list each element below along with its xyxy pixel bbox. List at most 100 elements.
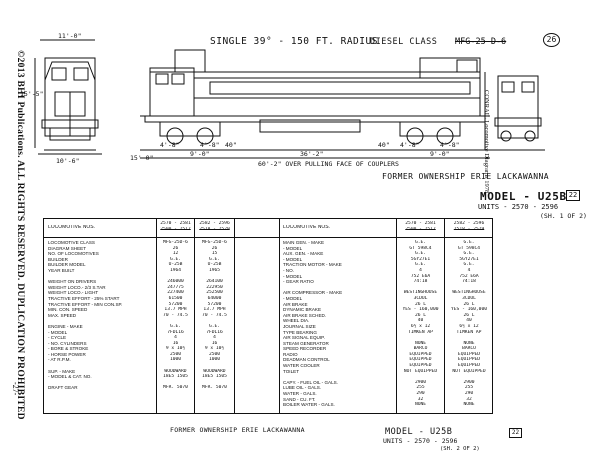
spec-label: AIR BRAKE SCHED. [283, 312, 327, 318]
spec-value: 752 E6A [410, 273, 431, 279]
spec-value: 64000 [207, 295, 222, 301]
spec-label: ENGINE - MAKE [48, 323, 83, 329]
spec-label: MAIN GEN. - MAKE [283, 240, 325, 245]
spec-label: - AT R.P.M. [48, 357, 71, 363]
spec-value: 18E5 1505 [202, 374, 227, 380]
spec-value: TIMKEN AP [456, 329, 482, 335]
spec-value: 74:18 [413, 279, 428, 285]
spec-value: YES - 160,000 [402, 307, 439, 313]
spec-value: NONE [414, 340, 427, 346]
class-label: DIESEL CLASS [370, 37, 438, 47]
spec-value: 13.7 MPH [164, 307, 187, 313]
spec-label: WEIGHT LOCO.- LIGHT [48, 290, 99, 296]
spec-value: G.E. [414, 251, 427, 257]
spec-value: 26 [211, 245, 218, 251]
spec-label: TRACTIVE EFFORT - 25% START [48, 295, 120, 301]
spec-value: MFR. 5070 [163, 385, 188, 391]
spec-value: NOT EQUIPPED [452, 368, 486, 374]
dim-truck-3: 4'-8" [400, 141, 420, 149]
spec-label: BUILDER [48, 256, 68, 262]
spec-value: 4 [213, 335, 216, 341]
spec-value: 2900 [414, 379, 427, 385]
spec-label: TYPE BEARING [283, 329, 317, 335]
spec-value: 70 - 74.5 [163, 312, 188, 318]
spec-value: 2500 [208, 351, 221, 357]
spec-table: LOCOMOTIVE NOS. 2570 - 2581 2500 - 2517 … [43, 218, 493, 414]
spec-value: 4 [419, 267, 422, 273]
spec-value: G.E. [463, 262, 475, 268]
spec-value: 1000 [208, 357, 221, 363]
spec-value: 40 [417, 318, 424, 324]
spec-value: WOODWARD [203, 368, 226, 374]
right-header-a: 2570 - 2581 2500 - 2517 [405, 221, 436, 232]
spec-value: 1000 [169, 357, 182, 363]
former-ownership: FORMER OWNERSHIP ERIE LACKAWANNA [382, 172, 549, 181]
spec-label: - BORE & STROKE [48, 346, 89, 352]
spec-value: 32 [466, 396, 472, 402]
spec-value: 26 L [463, 301, 475, 307]
spec-value: 74:18 [462, 279, 476, 285]
spec-value: 18E5 1505 [163, 374, 188, 380]
spec-value: G.E. [463, 240, 475, 245]
spec-label: NO. OF LOCOMOTIVES [48, 251, 99, 257]
spec-value: U-25B [168, 262, 183, 268]
spec-label: BOILER WATER - GALS. [283, 402, 335, 408]
spec-value: YES - 160,000 [451, 307, 487, 313]
spec-value: 246000 [167, 279, 184, 285]
spec-value: 3CDUL [413, 295, 428, 301]
spec-value: 255 [416, 385, 425, 391]
spec-value: 70 - 74.5 [202, 312, 227, 318]
sheet-number: 26 [543, 33, 560, 47]
spec-value: 2900 [463, 379, 475, 385]
spec-value: 222950 [206, 284, 223, 290]
spec-label: RADIO [283, 351, 298, 357]
spec-value: 12 [172, 251, 179, 257]
spec-value: 16 [172, 340, 179, 346]
spec-value: 5GY27E1 [459, 256, 479, 262]
spec-label: STEAM GENERATOR [283, 340, 329, 346]
units-label: UNITS - 2570 - 2596 [478, 203, 559, 211]
dim-left-height: 15'-5" [20, 90, 43, 98]
spec-value: 9 x 10½ [204, 346, 225, 352]
spec-label: - MODEL [283, 295, 303, 301]
end-view [34, 39, 102, 155]
spec-value: 15 [211, 251, 218, 257]
spec-label: WEIGHT LOCO.- 2/3 S.TAR [48, 284, 106, 290]
spec-value: 247775 [167, 284, 184, 290]
spec-value: 13.7 MPH [203, 307, 226, 313]
spec-value: BARCO [462, 346, 476, 352]
spec-value: TIMKEN AP [408, 329, 433, 335]
right-header-label: LOCOMOTIVE NOS. [283, 225, 330, 230]
spec-label: CAPY. - FUEL OIL - GALS. [283, 379, 338, 385]
page-box: 22 [566, 190, 580, 201]
spec-value: 26 L [463, 312, 475, 318]
spec-value: EQUIPPED [409, 357, 432, 363]
footer-page-box: 22 [509, 428, 522, 438]
spec-label: LUBE OIL - GALS. [283, 385, 322, 391]
page-title: SINGLE 39° - 150 FT. RADIUS [210, 36, 378, 47]
spec-label: - MODEL [283, 273, 303, 279]
spec-label: - NO. CYLINDERS [48, 340, 87, 346]
spec-label: - MODEL [283, 245, 303, 251]
spec-label: WATER COOLER [283, 363, 320, 369]
spec-value: 26 L [414, 301, 427, 307]
spec-value: 290 [464, 391, 474, 397]
spec-label: DRAFT GEAR [48, 385, 78, 391]
spec-value: 255 [464, 385, 474, 391]
spec-value: G.E. [463, 251, 475, 257]
spec-label: - CYCLE [48, 335, 67, 341]
spec-value: 2500 [169, 351, 182, 357]
spec-value: MFG-25D-6 [202, 240, 227, 245]
dim-inner-1: 9'-0" [190, 150, 210, 158]
spec-value: G.E. [208, 256, 221, 262]
spec-value: 290 [416, 391, 425, 397]
spec-value: 227400 [167, 290, 184, 296]
spec-value: 61500 [168, 295, 183, 301]
spec-label: LOCOMOTIVE CLASS [48, 240, 95, 245]
dim-top-width: 11'-0" [58, 32, 81, 40]
spec-value: GT 598C4 [409, 245, 432, 251]
spec-value: G.E. [414, 240, 427, 245]
